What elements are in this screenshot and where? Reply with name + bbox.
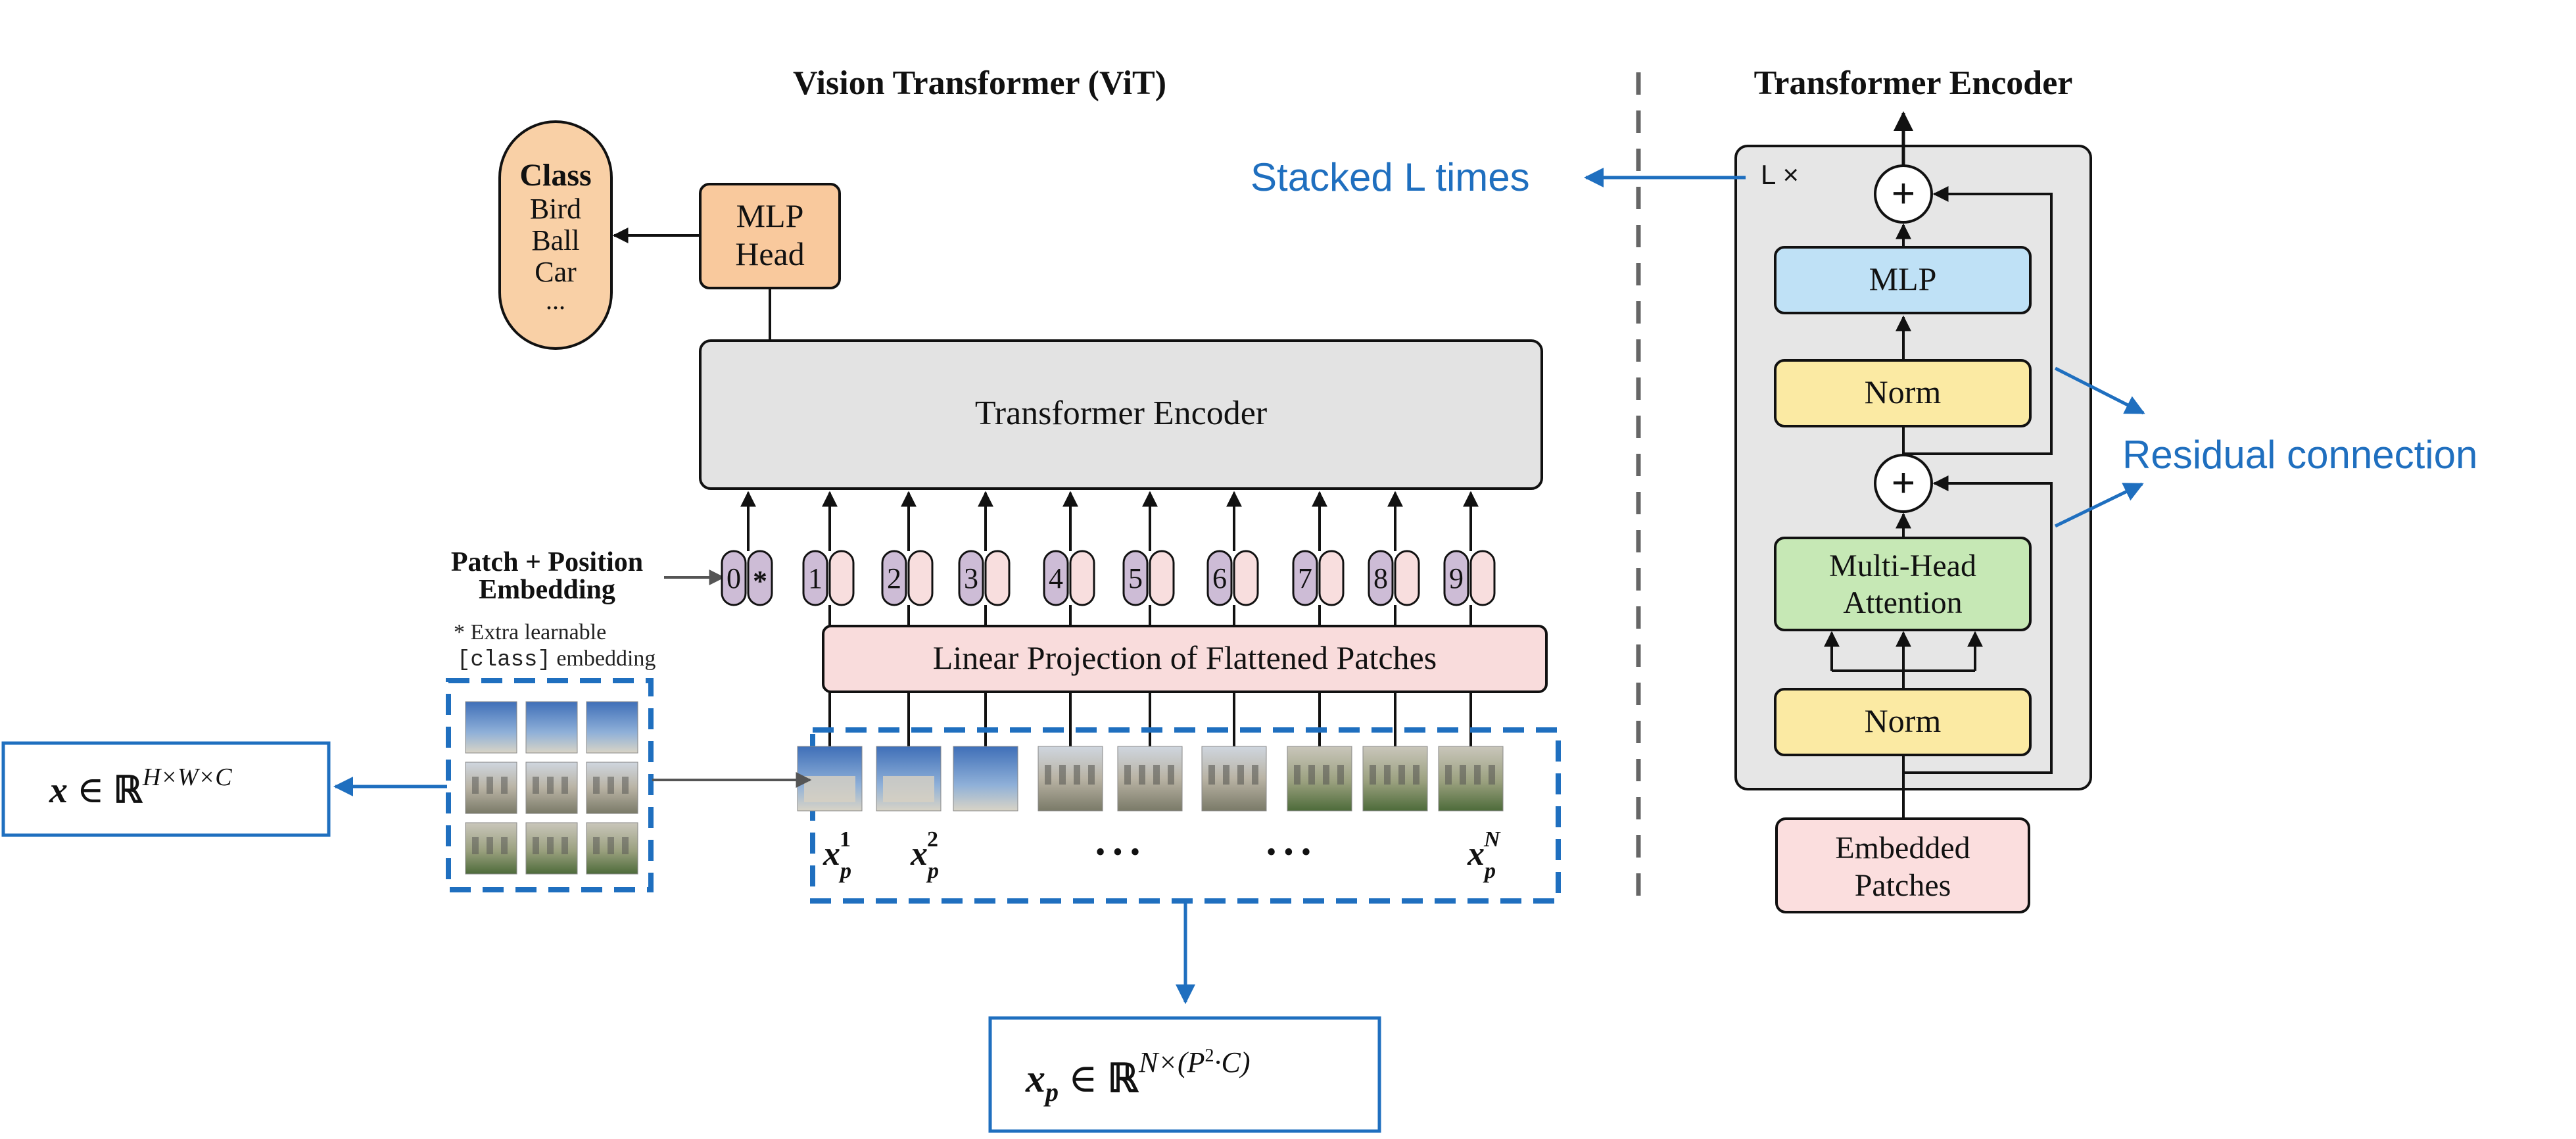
residual-arrow-bottom [2054,482,2144,528]
residual-add-bottom: + [1874,454,1933,513]
position-token-2: 2 [881,491,934,626]
mlp-head-line1: MLP [736,197,804,234]
image-cell [586,701,638,754]
stacked-annotation: Stacked L times [1251,155,1530,199]
patch-thumbnail [876,746,942,812]
class-item-ball: Ball [531,224,579,256]
encoder-norm-top-box: Norm [1774,359,2032,427]
encoder-norm-top-label: Norm [1865,374,1942,410]
position-token-8: 8 [1368,491,1420,626]
position-token-9: 9 [1443,491,1496,626]
position-token-label: 5 [1128,562,1143,594]
transformer-encoder-label: Transformer Encoder [975,395,1267,432]
patch-label-second: xp2 [910,827,939,883]
position-token-label: 8 [1373,562,1388,594]
encoder-norm-bottom-label: Norm [1865,702,1942,739]
image-cell [525,701,578,754]
position-token-label: 9 [1449,562,1464,594]
patch-thumbnail [1117,746,1183,812]
residual-annotation: Residual connection [2122,433,2477,477]
patches-equation-box: xp ∈ ℝN×(P2·C) [988,1016,1381,1133]
extra-note-line2: [class] embedding [457,646,656,673]
class-header: Class [519,158,591,193]
position-token-7: 7 [1292,491,1345,626]
patch-ellipsis-1: • • • [1095,836,1140,868]
extra-note-rest: embedding [551,646,656,671]
input-image-grid [465,701,638,875]
encoder-mlp-label: MLP [1869,260,1937,297]
image-cell [465,701,517,754]
mlp-head-line2: Head [735,235,805,272]
transformer-encoder-box: Transformer Encoder [699,339,1543,490]
svg-text:+: + [1892,460,1915,506]
encoder-attention-line2: Attention [1843,585,1962,620]
class-item-more: ... [546,285,565,315]
vit-title: Vision Transformer (ViT) [793,64,1166,102]
embedded-patches-line2: Patches [1855,868,1951,903]
residual-add-top: + [1874,164,1933,224]
patch-sequence [797,746,1504,812]
repeat-label: L × [1761,159,1799,190]
position-token-3: 3 [958,491,1011,626]
class-output-box: Class Bird Ball Car ... [498,120,613,350]
position-token-label: 3 [964,562,978,594]
embedding-label-line1: Patch + Position [451,547,643,577]
input-equation: x ∈ ℝH×W×C [49,763,232,811]
input-image-frame [446,678,654,892]
patch-thumbnail [1201,746,1267,812]
patch-thumbnail [1362,746,1428,812]
input-equation-box: x ∈ ℝH×W×C [1,741,331,837]
encoder-detail-title: Transformer Encoder [1754,64,2073,102]
linear-projection-box: Linear Projection of Flattened Patches [822,625,1548,693]
embedded-patches-box: Embedded Patches [1775,817,2030,913]
image-cell [465,762,517,814]
embedding-label-line2: Embedding [479,575,615,605]
class-item-bird: Bird [530,193,581,225]
image-cell [586,762,638,814]
patch-connectors [828,692,1472,746]
position-token-label: 1 [808,562,823,594]
position-token-label: 7 [1298,562,1312,594]
image-cell [525,822,578,875]
embedded-patches-line1: Embedded [1835,831,1970,865]
position-token-0: 0* [721,491,773,606]
patch-thumbnail [1287,746,1352,812]
position-token-label: 2 [887,562,901,594]
position-token-label: 0 [727,562,741,594]
encoder-attention-line1: Multi-Head [1829,548,1976,583]
patch-sequence-frame [810,727,1561,904]
class-item-car: Car [535,256,577,288]
mlp-head-box: MLP Head [699,183,841,289]
extra-note-class-token: [class] [457,648,551,673]
patch-ellipsis-2: • • • [1266,836,1311,868]
position-token-1: 1 [802,491,855,626]
class-token-star: * [753,565,767,597]
residual-arrow-top [2054,366,2145,415]
patch-label-last: xpN [1467,827,1501,883]
encoder-mlp-box: MLP [1774,246,2032,314]
patch-thumbnail [953,746,1018,812]
residual-path-top [1903,186,2053,455]
image-cell [586,822,638,875]
extra-note-line1: * Extra learnable [454,620,606,644]
linear-projection-label: Linear Projection of Flattened Patches [933,639,1437,676]
image-cell [465,822,517,875]
residual-path-bottom [1903,475,2053,774]
encoder-attention-box: Multi-Head Attention [1774,537,2032,631]
position-token-label: 6 [1212,562,1227,594]
svg-text:+: + [1892,171,1915,216]
encoder-norm-bottom-box: Norm [1774,688,2032,756]
patches-equation: xp ∈ ℝN×(P2·C) [1025,1046,1251,1107]
patch-thumbnail [1438,746,1504,812]
patch-thumbnail [1038,746,1103,812]
position-token-label: 4 [1049,562,1063,594]
position-token-6: 6 [1206,491,1259,626]
position-token-4: 4 [1043,491,1095,626]
patch-label-first: xp1 [823,827,851,883]
image-cell [525,762,578,814]
position-token-5: 5 [1122,491,1175,626]
